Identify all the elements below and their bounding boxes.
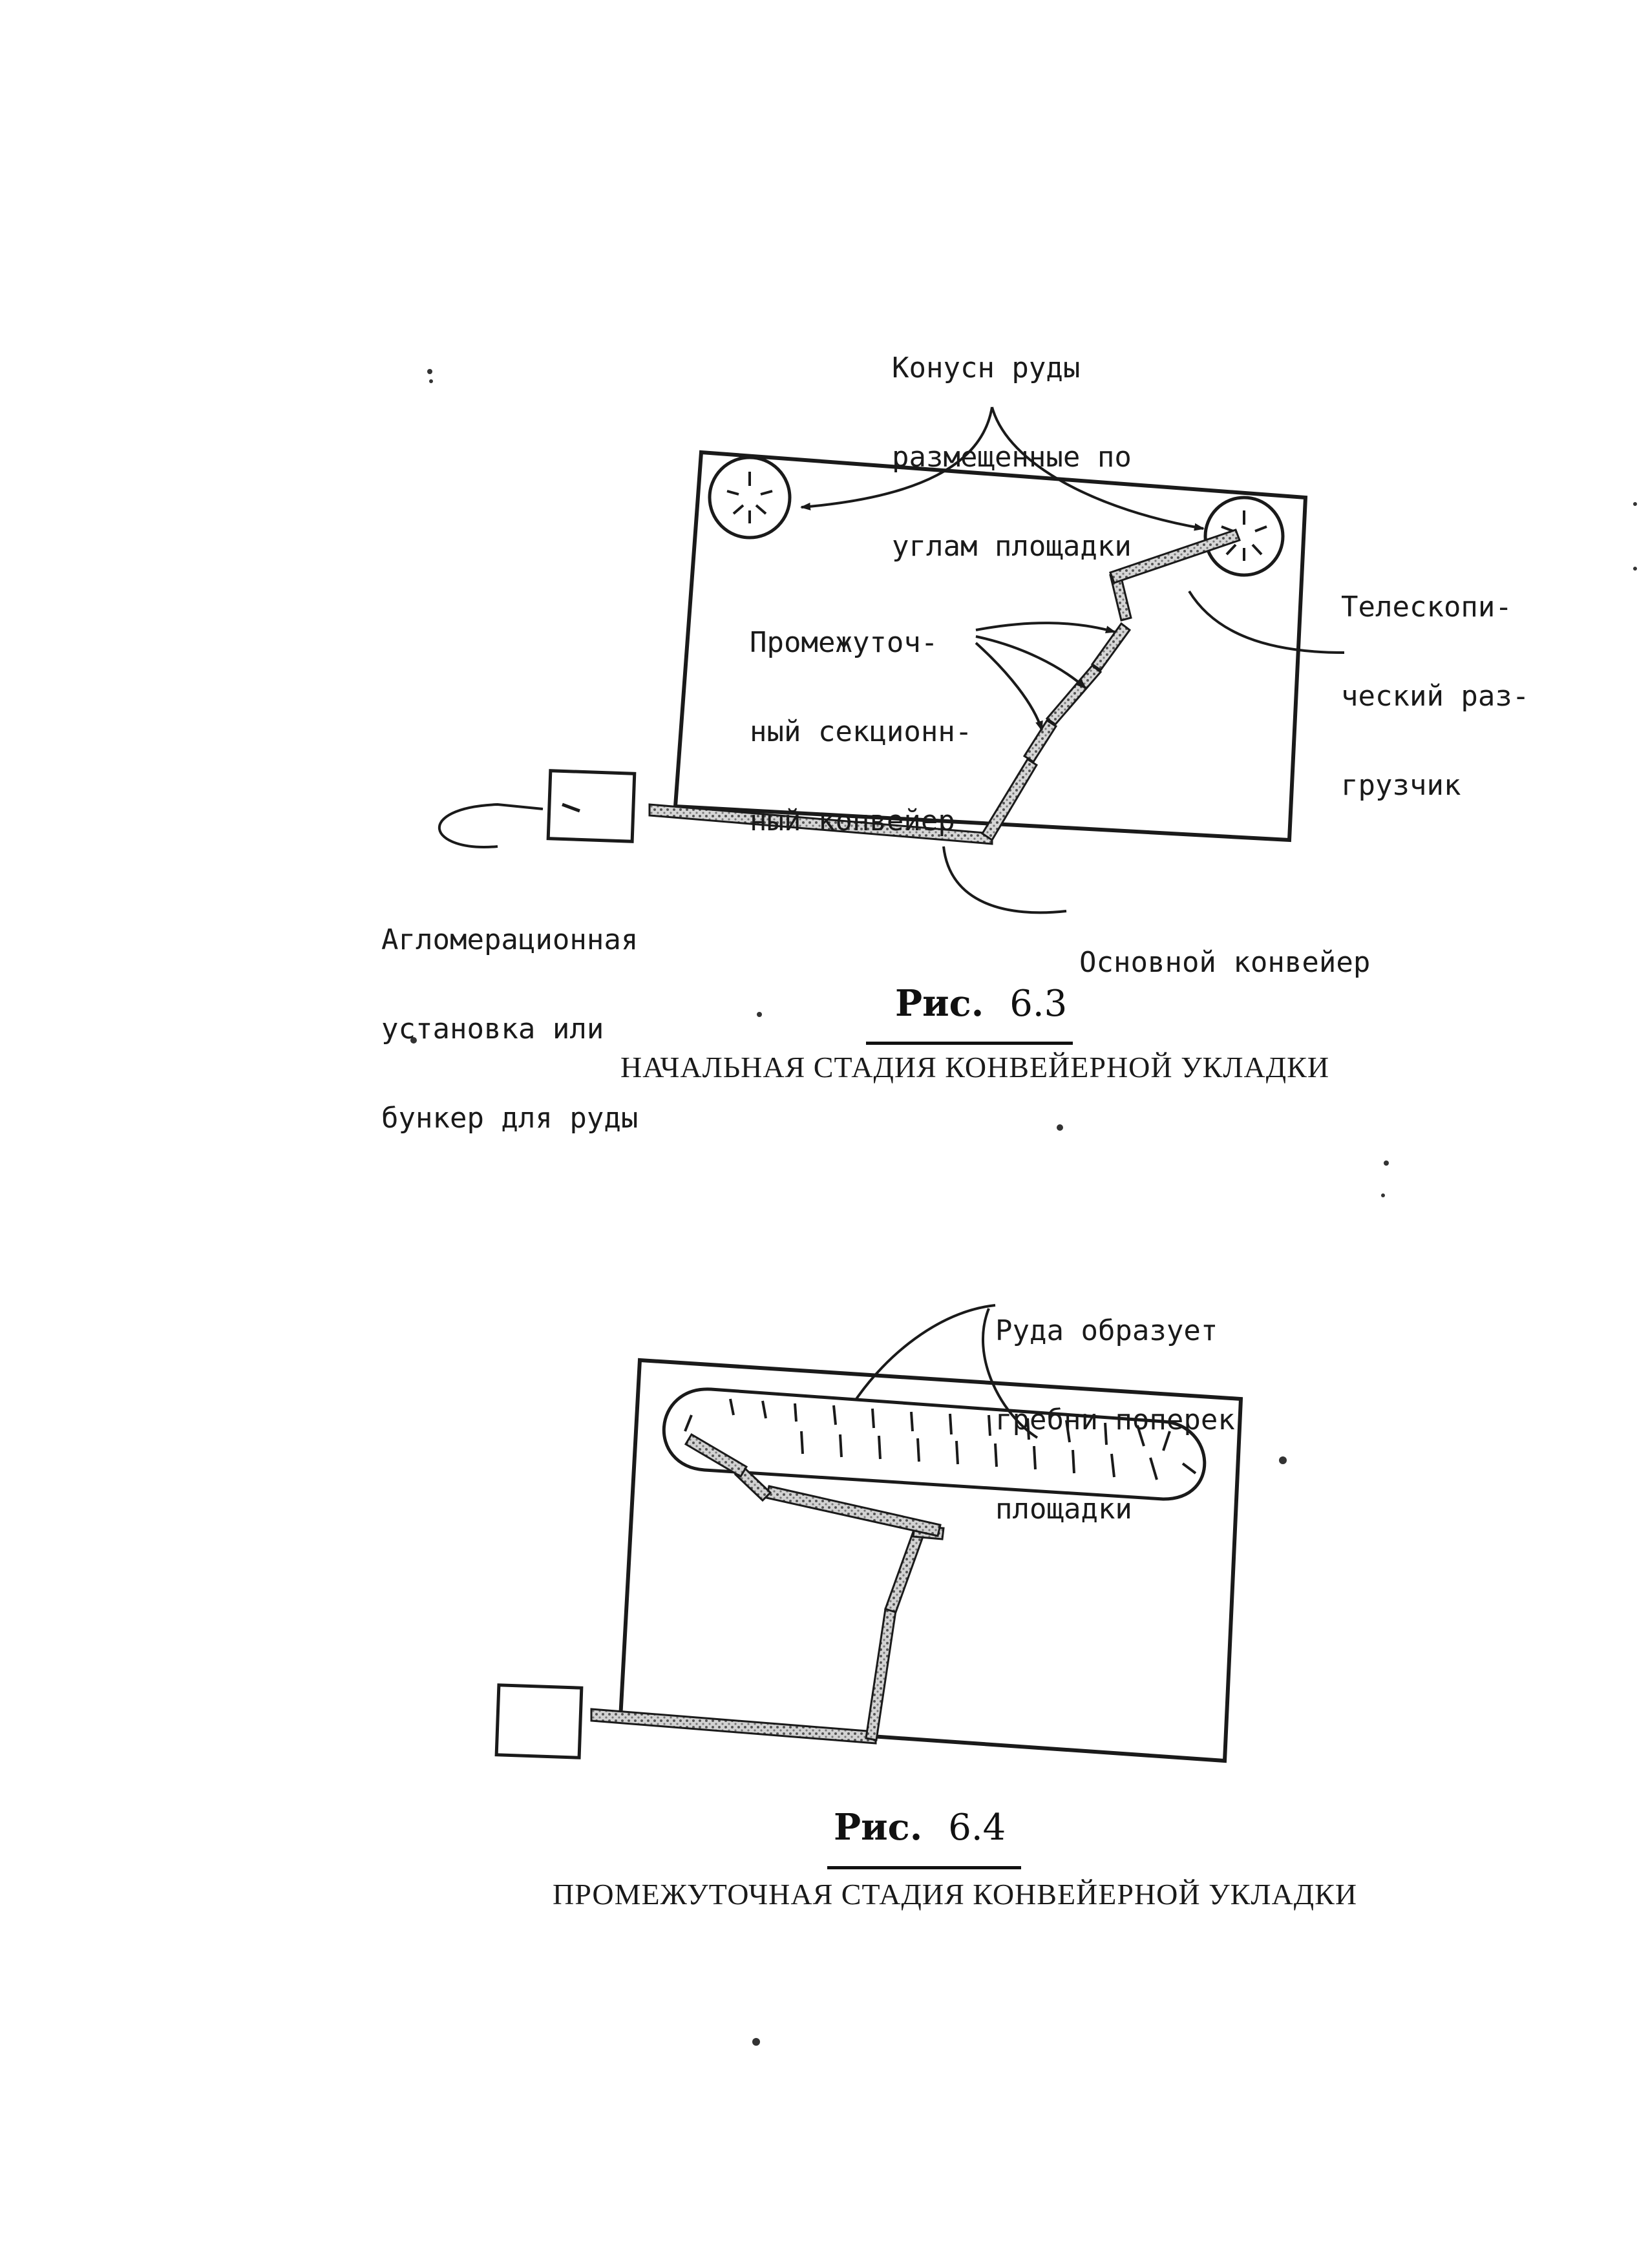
label-line: Агломерационная bbox=[381, 923, 639, 956]
intermediate-sectional-conveyor bbox=[980, 571, 1132, 842]
label-line: Телескопи- bbox=[1341, 591, 1512, 624]
figure-6-3-leaders bbox=[438, 406, 1345, 914]
label-main-conveyor: Основной конвейер bbox=[1079, 888, 1370, 1037]
label-line: установка или bbox=[381, 1013, 604, 1045]
label-line: грузчик bbox=[1341, 769, 1461, 802]
telescopic-unloader bbox=[1109, 529, 1241, 584]
telescopic-unloader-2 bbox=[684, 1433, 748, 1478]
caption-prefix: Рис. bbox=[834, 1806, 923, 1849]
ore-cone-right bbox=[1203, 496, 1285, 577]
main-conveyor-2 bbox=[590, 1708, 877, 1745]
label-line: гребни поперек bbox=[995, 1403, 1235, 1436]
sinter-plant-box-2 bbox=[494, 1683, 584, 1759]
caption-number: 6.4 bbox=[948, 1807, 1006, 1849]
caption-number: 6.3 bbox=[1009, 983, 1068, 1025]
figure-6-4-leaders bbox=[855, 1304, 1039, 1439]
label-ore-cones: Конусн руды размещенные по углам площадк… bbox=[892, 294, 1132, 621]
label-line: ческий раз- bbox=[1341, 680, 1530, 713]
caption-6-3-number: Рис. 6.3 bbox=[895, 982, 1067, 1025]
label-sinter-plant: Агломерационная установка или бункер для… bbox=[381, 866, 638, 1193]
caption-6-4-number: Рис. 6.4 bbox=[834, 1806, 1006, 1849]
label-intermediate-conveyor: Промежуточ- ный секционн- ный конвейер bbox=[750, 569, 972, 896]
caption-6-4-rule bbox=[827, 1866, 1021, 1869]
ore-cone-left bbox=[708, 456, 792, 540]
label-telescopic-unloader: Телескопи- ческий раз- грузчик bbox=[1341, 533, 1529, 860]
label-line: Конусн руды bbox=[892, 352, 1081, 384]
caption-6-3-title: НАЧАЛЬНАЯ СТАДИЯ КОНВЕЙЕРНОЙ УКЛАДКИ bbox=[620, 1051, 1330, 1084]
ore-ridges-pile bbox=[662, 1387, 1207, 1501]
caption-6-4-title: ПРОМЕЖУТОЧНАЯ СТАДИЯ КОНВЕЙЕРНОЙ УКЛАДКИ bbox=[553, 1878, 1358, 1911]
caption-6-3-rule bbox=[866, 1042, 1073, 1045]
main-conveyor bbox=[648, 803, 993, 845]
label-ore-ridges: Руда образует гребни поперек площадки bbox=[995, 1257, 1235, 1584]
caption-prefix: Рис. bbox=[895, 982, 984, 1025]
label-line: площадки bbox=[995, 1493, 1132, 1526]
label-line: Промежуточ- bbox=[750, 626, 938, 659]
label-line: Руда образует bbox=[995, 1314, 1218, 1347]
label-line: углам площадки bbox=[892, 530, 1132, 563]
label-line: ный конвейер bbox=[750, 804, 955, 837]
ore-ridge-marks bbox=[684, 1398, 1197, 1480]
sinter-plant-box bbox=[546, 769, 637, 843]
storage-yard-outline-2 bbox=[618, 1358, 1243, 1763]
storage-yard-outline bbox=[673, 450, 1308, 843]
label-line: размещенные по bbox=[892, 441, 1132, 474]
label-line: ный секционн- bbox=[750, 715, 973, 748]
label-line: Основной конвейер bbox=[1079, 946, 1371, 979]
label-line: бункер для руды bbox=[381, 1102, 639, 1135]
intermediate-sectional-conveyor-2 bbox=[734, 1465, 945, 1741]
